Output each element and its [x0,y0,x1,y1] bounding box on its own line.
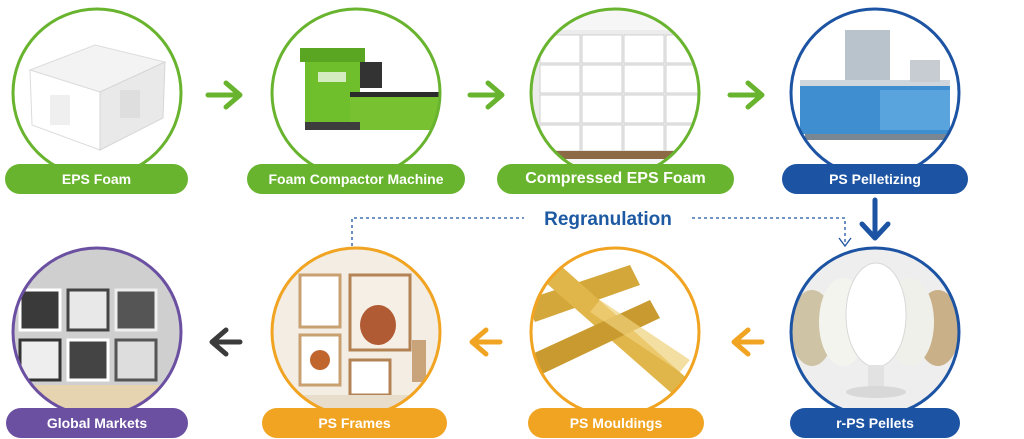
regranulation-loop-line [351,217,852,248]
frame-store-shelves-image [11,246,183,418]
arrow-right-icon [467,80,505,110]
gold-mouldings-image [529,246,701,418]
pelletizing-line-image [789,7,961,179]
step-label-global-markets: Global Markets [6,408,188,438]
step-label-compressed-eps-foam: Compressed EPS Foam [497,164,734,194]
step-label-r-ps-pellets: r-PS Pellets [790,408,960,438]
arrow-left-icon [469,327,503,357]
regranulation-label: Regranulation [524,206,692,234]
step-label-eps-foam: EPS Foam [5,164,188,194]
framed-art-wall-image [270,246,442,418]
step-label-ps-mouldings: PS Mouldings [528,408,704,438]
step-label-ps-frames: PS Frames [262,408,447,438]
compressed-foam-bales-image [529,7,701,179]
compactor-machine-image [270,7,442,179]
arrow-right-icon [727,80,765,110]
arrow-left-icon [731,327,765,357]
step-label-foam-compactor-machine: Foam Compactor Machine [247,164,465,194]
arrow-left-icon [209,327,243,357]
step-label-ps-pelletizing: PS Pelletizing [782,164,968,194]
eps-foam-block-image [11,7,183,179]
arrow-down-icon [859,197,891,241]
arrow-right-icon [205,80,243,110]
pellet-jars-image [789,246,961,418]
